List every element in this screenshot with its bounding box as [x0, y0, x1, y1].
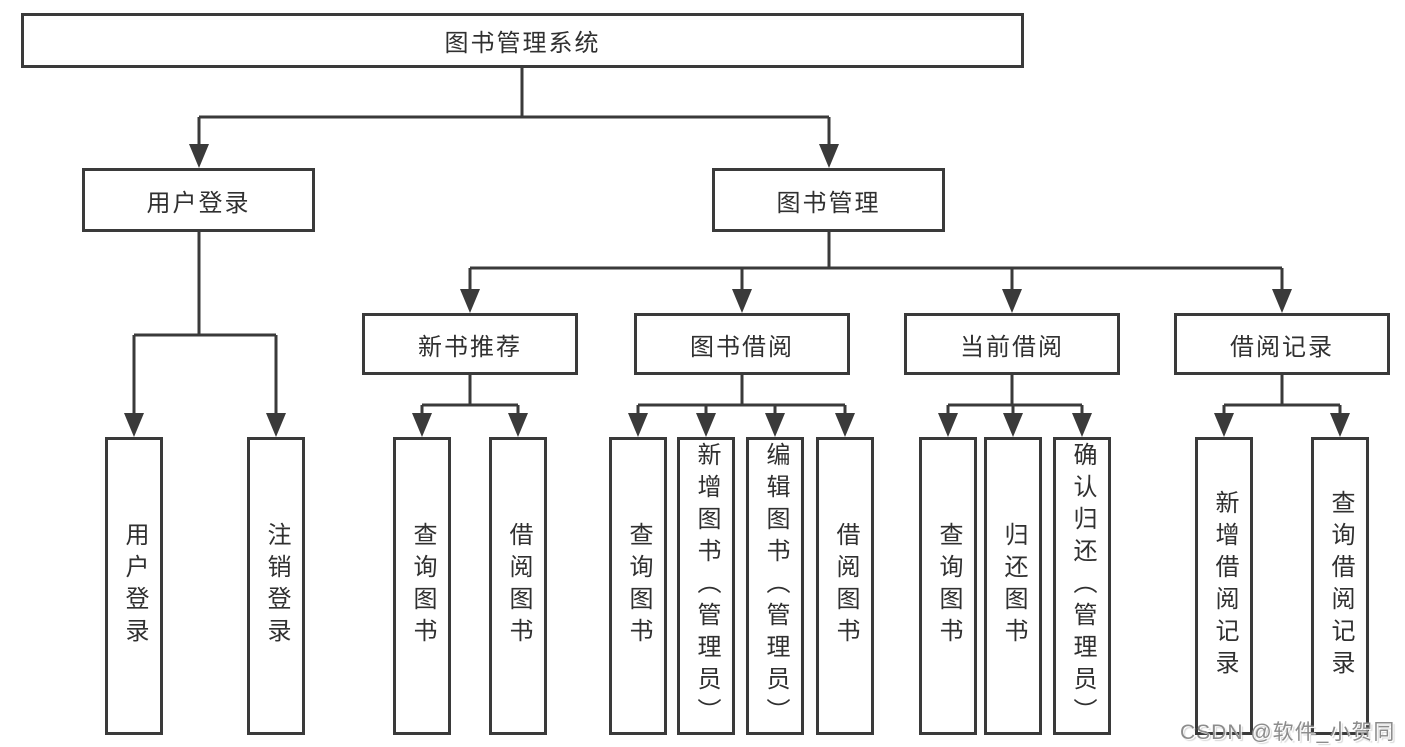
leaf-borrowing-add-books-admin: 新增图书（管理员）	[677, 437, 735, 735]
node-book-borrowing: 图书借阅	[634, 313, 850, 375]
node-current-borrow-label: 当前借阅	[960, 333, 1064, 361]
node-book-management: 图书管理	[712, 168, 945, 232]
node-new-book-recommend-label: 新书推荐	[418, 333, 522, 361]
leaf-newbook-borrow-books: 借阅图书	[489, 437, 547, 735]
leaf-current-confirm-return-admin: 确认归还（管理员）	[1053, 437, 1111, 735]
leaf-record-add-borrow-record-label: 新增借阅记录	[1211, 490, 1238, 682]
connector-paths	[132, 68, 1342, 427]
node-user-login-label: 用户登录	[146, 189, 251, 217]
leaf-user-login: 用户登录	[105, 437, 163, 735]
leaf-newbook-borrow-books-label: 借阅图书	[505, 522, 532, 650]
leaf-current-return-books-label: 归还图书	[1000, 522, 1027, 650]
leaf-logout-label: 注销登录	[263, 522, 290, 650]
leaf-record-query-borrow-record: 查询借阅记录	[1311, 437, 1369, 735]
node-root-label: 图书管理系统	[444, 30, 601, 57]
node-borrow-record: 借阅记录	[1174, 313, 1390, 375]
leaf-current-query-books-label: 查询图书	[935, 522, 962, 650]
leaf-current-return-books: 归还图书	[984, 437, 1042, 735]
leaf-record-add-borrow-record: 新增借阅记录	[1195, 437, 1253, 735]
leaf-borrowing-edit-books-admin-label: 编辑图书（管理员）	[762, 442, 789, 730]
leaf-current-query-books: 查询图书	[919, 437, 977, 735]
leaf-borrowing-edit-books-admin: 编辑图书（管理员）	[746, 437, 804, 735]
node-borrow-record-label: 借阅记录	[1230, 333, 1334, 361]
node-user-login: 用户登录	[82, 168, 315, 232]
node-new-book-recommend: 新书推荐	[362, 313, 578, 375]
leaf-borrowing-add-books-admin-label: 新增图书（管理员）	[693, 442, 720, 730]
leaf-newbook-query-books: 查询图书	[393, 437, 451, 735]
leaf-logout: 注销登录	[247, 437, 305, 735]
node-book-borrowing-label: 图书借阅	[690, 333, 794, 361]
node-root-system: 图书管理系统	[21, 13, 1024, 68]
leaf-borrowing-query-books: 查询图书	[609, 437, 667, 735]
node-current-borrow: 当前借阅	[904, 313, 1120, 375]
node-book-management-label: 图书管理	[776, 189, 881, 217]
leaf-borrowing-borrow-books-label: 借阅图书	[832, 522, 859, 650]
leaf-current-confirm-return-admin-label: 确认归还（管理员）	[1069, 442, 1096, 730]
leaf-borrowing-borrow-books: 借阅图书	[816, 437, 874, 735]
leaf-user-login-label: 用户登录	[121, 522, 148, 650]
leaf-borrowing-query-books-label: 查询图书	[625, 522, 652, 650]
arrowhead-icons	[124, 144, 1350, 437]
leaf-newbook-query-books-label: 查询图书	[409, 522, 436, 650]
csdn-watermark: CSDN @软件_小贺同学	[1180, 721, 1396, 744]
leaf-record-query-borrow-record-label: 查询借阅记录	[1327, 490, 1354, 682]
